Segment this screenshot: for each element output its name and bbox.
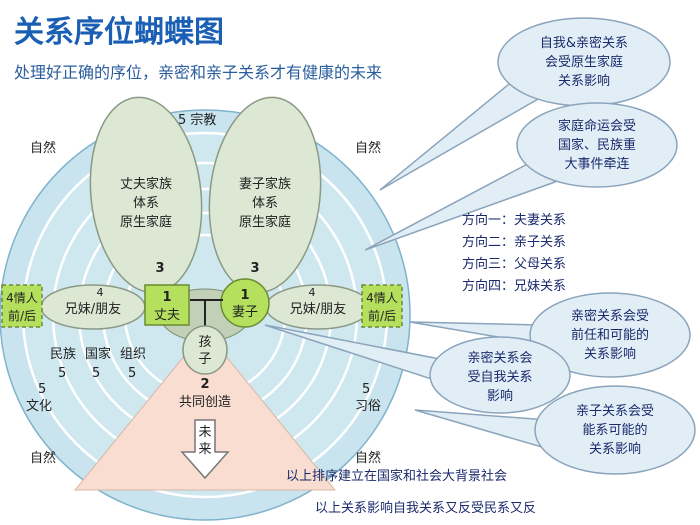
- nature-label-tr: 自然: [355, 140, 381, 156]
- center-labels: 1 丈夫 1 妻子 孩 子 2 共同创造 未 来: [154, 288, 258, 457]
- customs-label: 习俗: [355, 399, 381, 414]
- callout-4-line-2: 受自我关系: [467, 370, 532, 385]
- society-number-org: 5: [128, 366, 136, 381]
- society-number-ethnic: 5: [58, 366, 66, 381]
- direction-list: 方向一：夫妻关系 方向二：亲子关系 方向三：父母关系 方向四：兄妹关系: [462, 212, 566, 294]
- callout-3-line-3: 关系影响: [584, 346, 636, 362]
- religion-label: 5 宗教: [178, 112, 216, 128]
- husband-lover-line-1: 4情人: [6, 291, 38, 305]
- husband-family-line-2: 体系: [133, 196, 159, 211]
- nature-label-bl: 自然: [30, 450, 56, 466]
- wife-label: 妻子: [232, 305, 258, 320]
- child-line-2: 子: [198, 352, 211, 367]
- footer-line-2: 以上关系影响自我关系又反受民系又反: [315, 500, 536, 516]
- wife-sibling-label: 兄妹/朋友: [290, 301, 346, 317]
- callout-5-line-3: 关系影响: [589, 441, 641, 457]
- wife-family-number: 3: [250, 261, 259, 276]
- society-label-ethnic: 民族: [50, 346, 76, 362]
- wife-lover-line-2: 前/后: [368, 308, 396, 323]
- future-line-1: 未: [198, 425, 211, 440]
- co-create-label: 共同创造: [179, 395, 231, 410]
- husband-family-line-3: 原生家庭: [120, 214, 172, 230]
- child-line-1: 孩: [198, 335, 211, 350]
- husband-sibling-number: 4: [97, 286, 104, 299]
- callout-1-line-2: 会受原生家庭: [545, 54, 623, 70]
- footer-line-1: 以上排序建立在国家和社会大背景社会: [286, 468, 507, 484]
- customs-number: 5: [362, 382, 370, 397]
- society-label-nation: 国家: [85, 346, 111, 362]
- direction-3: 方向三：父母关系: [462, 256, 566, 272]
- wife-circle: [220, 278, 270, 328]
- callout-4-bubble: [429, 336, 571, 414]
- callout-3-line-1: 亲密关系会受: [571, 308, 649, 324]
- society-label-org: 组织: [120, 347, 146, 362]
- husband-lover-line-2: 前/后: [8, 308, 36, 323]
- husband-number: 1: [162, 290, 171, 305]
- callout-5-pointer: [414, 409, 553, 452]
- callout-5-bubble: [534, 385, 696, 475]
- wife-family-line-1: 妻子家族: [239, 176, 291, 192]
- callout-3-line-2: 前任和可能的: [571, 327, 649, 343]
- nature-label-br: 自然: [355, 450, 381, 466]
- ring-labels: 自然 自然 自然 自然 5 宗教 民族 国家 组织 5 5 5 5 文化 5 习…: [26, 112, 381, 466]
- husband-family-line-1: 丈夫家族: [120, 176, 172, 192]
- society-number-nation: 5: [92, 366, 100, 381]
- culture-label: 文化: [26, 399, 52, 414]
- husband-label: 丈夫: [154, 308, 180, 323]
- husband-lover-box: [1, 284, 43, 328]
- wife-number: 1: [240, 288, 249, 303]
- callout-2-line-1: 家庭命运会受: [558, 118, 636, 134]
- husband-family-number: 3: [155, 261, 164, 276]
- wife-sibling-number: 4: [309, 286, 316, 299]
- direction-4: 方向四：兄妹关系: [462, 278, 566, 294]
- direction-2: 方向二：亲子关系: [462, 234, 566, 250]
- footer-notes: 以上排序建立在国家和社会大背景社会 以上关系影响自我关系又反受民系又反: [286, 468, 536, 516]
- future-arrow: [180, 419, 230, 480]
- nature-label-tl: 自然: [30, 140, 56, 156]
- callout-2-bubble: [516, 102, 678, 188]
- husband-sibling-label: 兄妹/朋友: [65, 301, 121, 317]
- callout-bubbles: [264, 17, 696, 475]
- callout-1-line-3: 关系影响: [558, 73, 610, 89]
- callout-1-line-1: 自我&亲密关系: [540, 35, 628, 51]
- future-number: 2: [200, 377, 209, 392]
- callout-4-line-3: 影响: [487, 388, 513, 404]
- wife-family-line-2: 体系: [252, 196, 278, 211]
- petal-labels: 丈夫家族 体系 原生家庭 妻子家族 体系 原生家庭 3 3 4 兄妹/朋友 4 …: [6, 176, 398, 323]
- callout-4-line-1: 亲密关系会: [467, 350, 532, 366]
- callout-2-line-2: 国家、民族重: [558, 137, 636, 153]
- callout-2-line-3: 大事件牵连: [564, 156, 629, 172]
- callout-texts: 自我&亲密关系 会受原生家庭 关系影响 家庭命运会受 国家、民族重 大事件牵连 …: [467, 35, 654, 457]
- future-line-2: 来: [198, 442, 211, 457]
- callout-5-line-2: 能系可能的: [582, 422, 647, 438]
- husband-box: [144, 284, 190, 326]
- page-subtitle: 处理好正确的序位，亲密和亲子关系才有健康的未来: [14, 63, 382, 82]
- wife-lover-line-1: 4情人: [366, 291, 398, 305]
- page-title: 关系序位蝴蝶图: [14, 15, 224, 49]
- wife-family-line-3: 原生家庭: [239, 214, 291, 230]
- callout-5-line-1: 亲子关系会受: [576, 404, 654, 419]
- culture-number: 5: [38, 382, 46, 397]
- callout-3-bubble: [529, 292, 691, 378]
- direction-1: 方向一：夫妻关系: [462, 212, 566, 228]
- child-circle: [182, 325, 228, 375]
- wife-lover-box: [361, 284, 403, 328]
